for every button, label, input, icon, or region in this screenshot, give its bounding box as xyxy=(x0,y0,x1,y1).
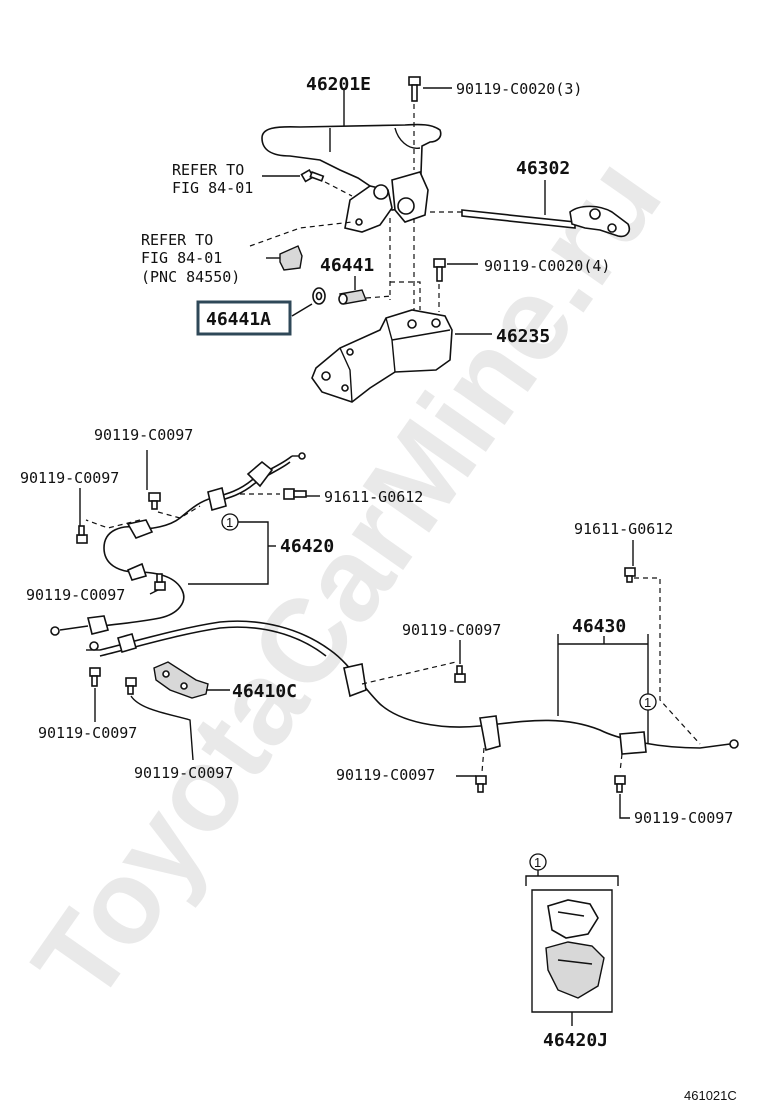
bolt-label: 90119-C0097 xyxy=(38,724,137,742)
cable-clamp-46420J[interactable] xyxy=(545,899,605,999)
bolt-label: 91611-G0612 xyxy=(324,488,423,506)
part-label-46441: 46441 xyxy=(320,255,374,276)
bolt-icon[interactable] xyxy=(408,76,421,102)
bolt-label: 90119-C0097 xyxy=(94,426,193,444)
refer-label: FIG 84-01 xyxy=(172,179,253,197)
refer-label: (PNC 84550) xyxy=(141,268,240,286)
part-label-46430: 46430 xyxy=(572,616,626,637)
highlight-box xyxy=(196,300,292,336)
nut-46441A[interactable] xyxy=(312,287,326,305)
ref-mark-1: 1 xyxy=(221,513,239,531)
bolt-label: 90119-C0020(4) xyxy=(484,257,610,275)
bolt-label: 90119-C0097 xyxy=(634,809,733,827)
refer-label: FIG 84-01 xyxy=(141,249,222,267)
part-label-46420J: 46420J xyxy=(543,1030,608,1051)
bolt-label: 90119-C0020(3) xyxy=(456,80,582,98)
cable-bracket-46410C[interactable] xyxy=(153,661,209,699)
part-label-46235: 46235 xyxy=(496,326,550,347)
bolt-icon[interactable] xyxy=(433,258,446,282)
ref-mark-1: 1 xyxy=(529,853,547,871)
svg-text:1: 1 xyxy=(534,855,541,870)
bolt-icon[interactable] xyxy=(154,573,166,591)
figure-id: 461021C xyxy=(684,1088,737,1103)
svg-text:1: 1 xyxy=(644,695,651,710)
parking-brake-lever-46201E[interactable] xyxy=(261,123,442,233)
part-label-46201E: 46201E xyxy=(306,74,371,95)
parking-brake-cable-46420[interactable] xyxy=(50,452,306,636)
part-label-46302: 46302 xyxy=(516,158,570,179)
bolt-icon[interactable] xyxy=(76,525,88,544)
bolt-icon[interactable] xyxy=(454,665,466,683)
bolt-icon[interactable] xyxy=(89,667,101,687)
bolt-icon[interactable] xyxy=(614,775,626,793)
ref-mark-1: 1 xyxy=(639,693,657,711)
part-label-46410C: 46410C xyxy=(232,681,297,702)
bolt-icon[interactable] xyxy=(148,492,161,510)
part-label-46420: 46420 xyxy=(280,536,334,557)
bolt-label: 90119-C0097 xyxy=(336,766,435,784)
refer-label: REFER TO xyxy=(141,231,213,249)
bolt-label: 90119-C0097 xyxy=(20,469,119,487)
bolt-icon[interactable] xyxy=(624,567,636,583)
front-cable-rod-46302[interactable] xyxy=(461,205,631,238)
bolt-label: 90119-C0097 xyxy=(402,621,501,639)
bolt-label: 90119-C0097 xyxy=(134,764,233,782)
svg-text:1: 1 xyxy=(226,515,233,530)
bolt-icon[interactable] xyxy=(475,775,487,793)
bolt-icon[interactable] xyxy=(283,488,307,500)
bolt-icon[interactable] xyxy=(125,677,137,695)
bolt-label: 90119-C0097 xyxy=(26,586,125,604)
part-label-46441A: 46441A xyxy=(206,309,271,330)
refer-label: REFER TO xyxy=(172,161,244,179)
lever-mounting-bracket-46235[interactable] xyxy=(311,309,453,403)
bolt-icon[interactable] xyxy=(300,168,325,183)
bracket-clip-part[interactable] xyxy=(279,245,303,271)
parking-brake-cable-46430[interactable] xyxy=(86,620,739,755)
bolt-label: 91611-G0612 xyxy=(574,520,673,538)
collar-46441[interactable] xyxy=(338,289,367,305)
